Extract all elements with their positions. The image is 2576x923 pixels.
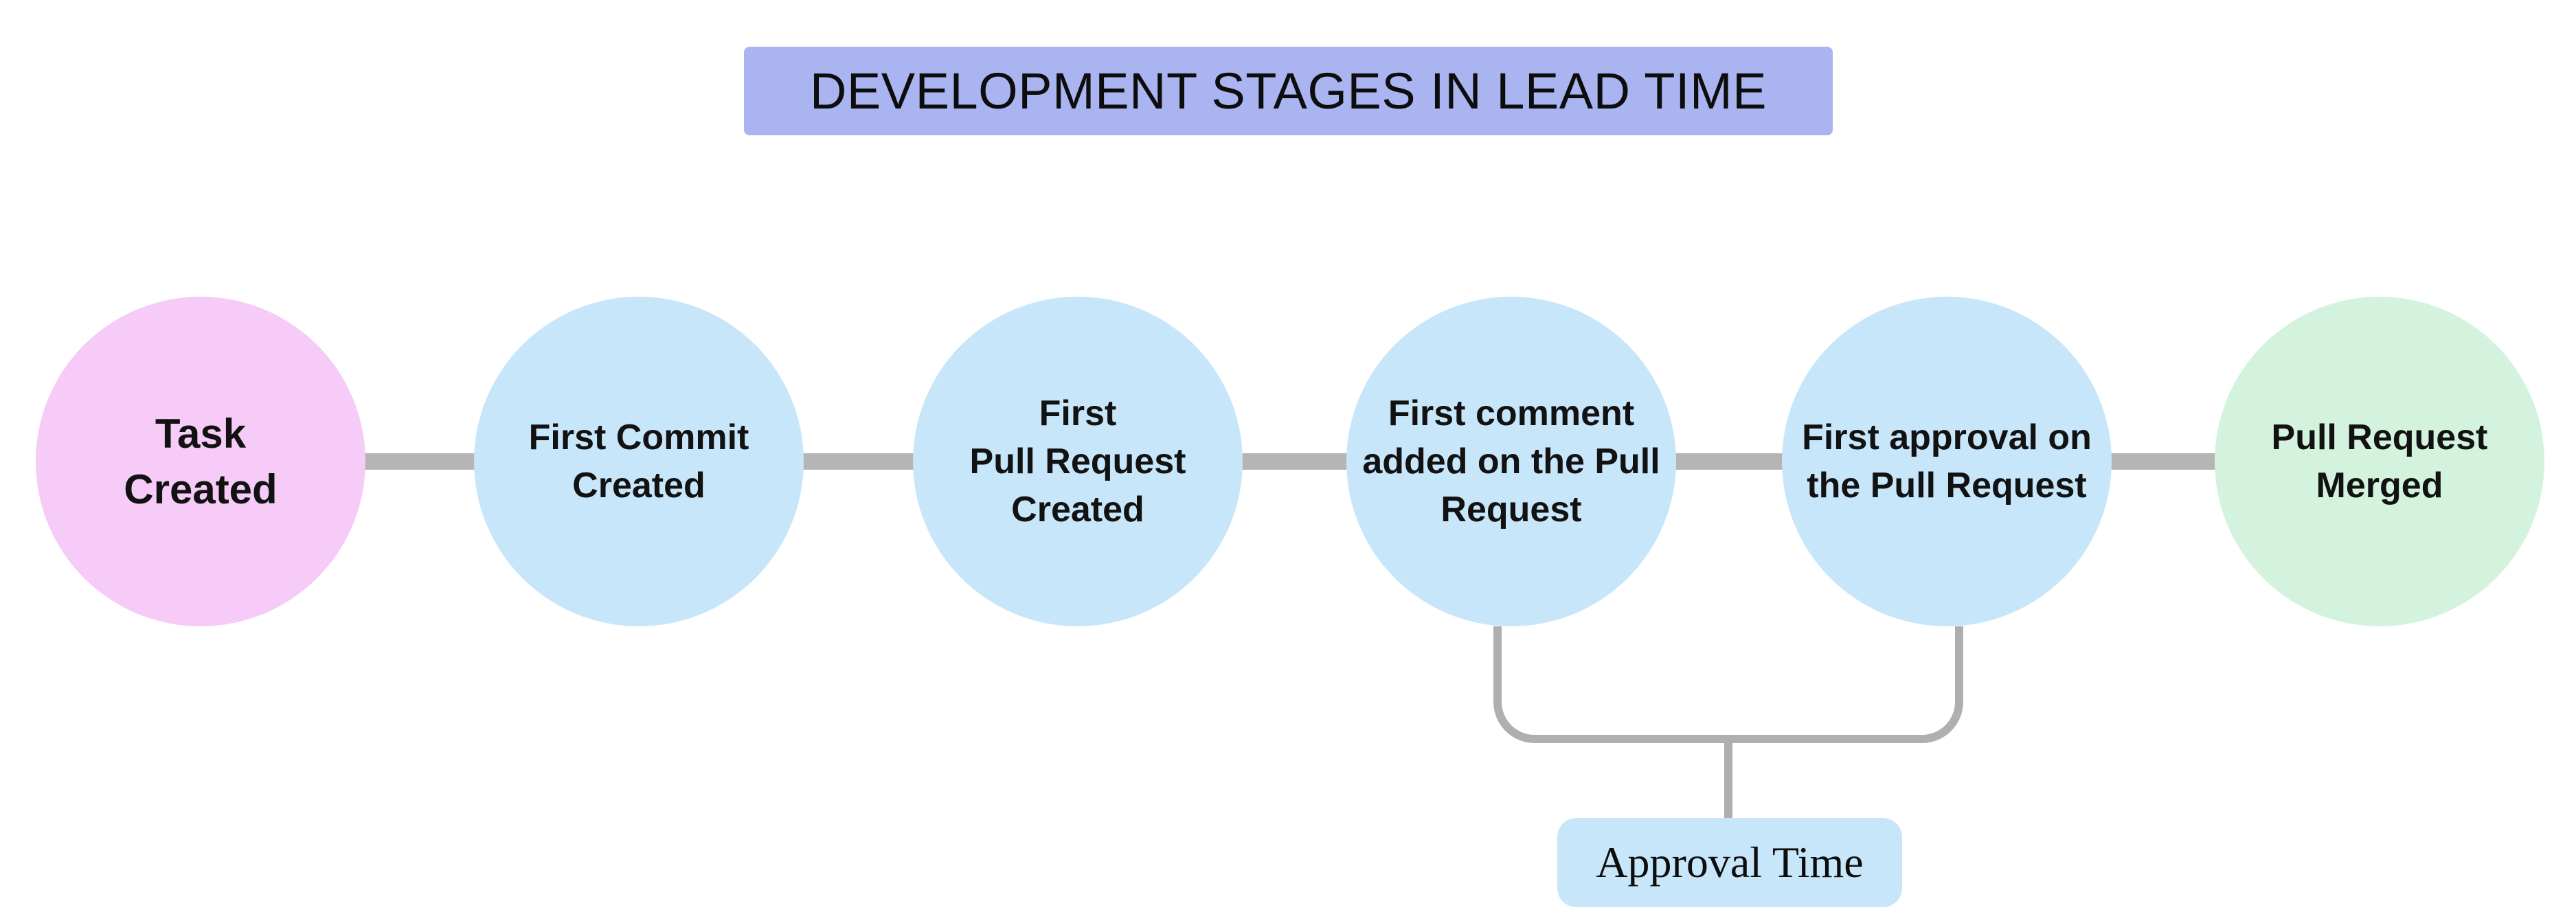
approval-time-bracket (1493, 626, 1963, 743)
approval-time-label: Approval Time (1557, 818, 1902, 907)
stage-circle-first-pull-request-created: First Pull Request Created (913, 297, 1243, 626)
diagram-title: DEVELOPMENT STAGES IN LEAD TIME (744, 47, 1833, 135)
approval-time-stem (1724, 740, 1732, 818)
stage-circle-first-approval: First approval on the Pull Request (1782, 297, 2112, 626)
stage-circle-pull-request-merged: Pull Request Merged (2215, 297, 2544, 626)
stage-circle-task-created: Task Created (36, 297, 365, 626)
stage-circle-first-commit-created: First Commit Created (474, 297, 804, 626)
stage-circle-first-comment-added: First comment added on the Pull Request (1346, 297, 1676, 626)
